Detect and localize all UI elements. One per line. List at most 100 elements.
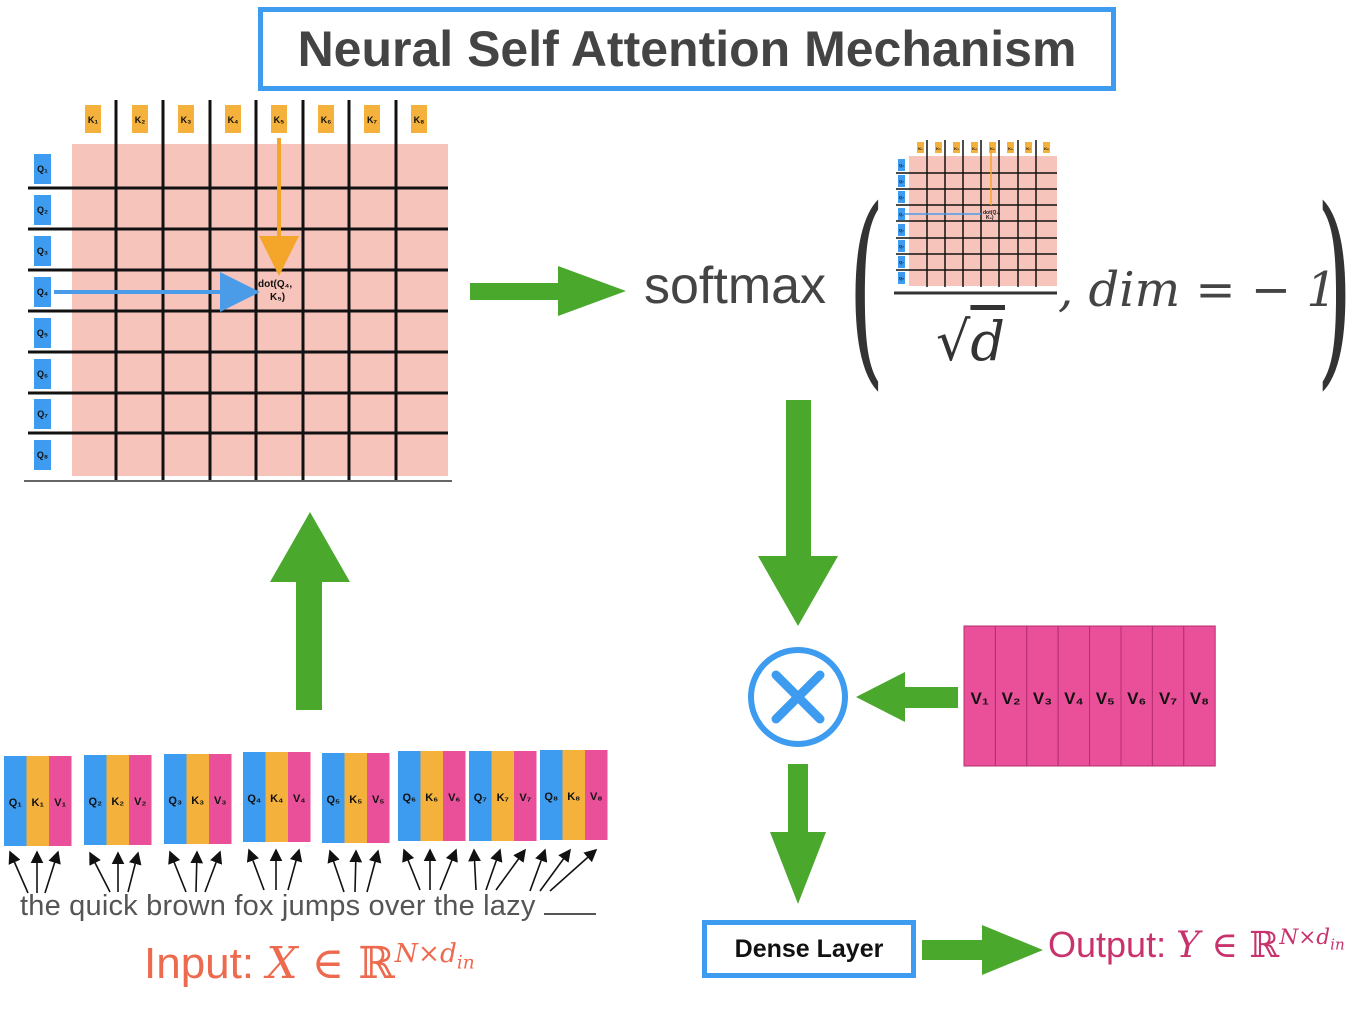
mini-query-box <box>898 191 905 203</box>
token-vector <box>367 753 390 843</box>
token-vector-label: K₃ <box>191 795 204 807</box>
token-vector <box>49 756 72 846</box>
arrow-values-to-multiply <box>856 672 958 722</box>
token-vector-label: K₇ <box>497 792 509 804</box>
value-column <box>1057 625 1091 767</box>
mini-query-label: Q₇ <box>899 260 904 265</box>
title-box: Neural Self Attention Mechanism <box>258 7 1116 91</box>
key-label-box <box>271 105 287 133</box>
token-vector-label: V₈ <box>590 791 603 803</box>
token-vector-label: V₇ <box>519 792 531 804</box>
token-arrow <box>204 850 223 893</box>
query-label: Q₄ <box>37 287 48 297</box>
value-label: V₁ <box>971 689 989 708</box>
token-arrow <box>402 848 421 891</box>
multiply-cross-b <box>771 670 825 724</box>
token-vector-label: K₅ <box>349 794 362 806</box>
input-label: Input: X ∈ ℝN×din <box>144 938 475 989</box>
query-label-box <box>34 318 51 348</box>
token-vector <box>4 756 27 846</box>
mini-key-label: K₄ <box>972 146 977 151</box>
query-label-box <box>34 440 51 470</box>
key-label-box <box>364 105 380 133</box>
key-label: K₈ <box>414 115 425 125</box>
dense-layer-label: Dense Layer <box>734 934 884 963</box>
query-label: Q₁ <box>37 164 48 174</box>
token-vector-label: V₄ <box>293 793 306 805</box>
token-arrow <box>190 850 204 893</box>
value-label: V₅ <box>1096 689 1115 708</box>
output-sub: in <box>1330 935 1345 954</box>
arrow-softmax-to-multiply <box>758 400 838 626</box>
token-vector-label: V₁ <box>54 797 66 809</box>
token-vector <box>398 751 421 841</box>
token-arrow <box>168 850 187 893</box>
token-arrow <box>468 848 481 891</box>
key-label-box <box>318 105 334 133</box>
key-label: K₄ <box>228 115 239 125</box>
key-label-box <box>85 105 101 133</box>
input-set: ℝ <box>358 938 395 989</box>
query-label: Q₃ <box>37 246 48 256</box>
mini-query-box <box>898 175 905 187</box>
input-sup: N×d <box>394 938 457 970</box>
multiply-operator <box>748 647 848 747</box>
mini-key-label: K₂ <box>936 146 941 151</box>
value-label: V₄ <box>1064 689 1083 708</box>
mini-key-label: K₆ <box>1008 146 1013 151</box>
value-column <box>1026 625 1059 767</box>
mini-query-box <box>898 208 905 220</box>
token-vector-label: V₂ <box>134 796 146 808</box>
mini-key-label: K₅ <box>990 146 995 151</box>
token-vector-label: Q₁ <box>9 797 23 809</box>
mini-key-box <box>953 142 960 153</box>
token-vector-label: Q₅ <box>326 794 340 806</box>
value-label: V₂ <box>1002 689 1021 708</box>
mini-key-box <box>917 142 924 153</box>
sqrt-symbol: √ <box>936 310 971 373</box>
key-label-box <box>178 105 194 133</box>
key-label: K₁ <box>88 115 98 125</box>
token-arrow <box>495 848 526 891</box>
mini-query-label: Q₁ <box>899 163 904 168</box>
token-arrow <box>287 848 303 891</box>
token-vector-label: K₁ <box>32 797 45 809</box>
token-vector <box>288 752 311 842</box>
token-arrow <box>8 850 29 894</box>
token-vector <box>106 755 129 845</box>
value-column <box>963 625 996 767</box>
query-label-box <box>34 399 51 429</box>
value-label: V₇ <box>1159 689 1177 708</box>
mini-query-label: Q₄ <box>899 212 904 217</box>
mini-dot-label: dot(Q₄, <box>983 210 1001 216</box>
token-vector-label: Q₈ <box>544 791 558 803</box>
mini-query-label: Q₅ <box>899 228 904 233</box>
open-paren: ( <box>848 164 885 409</box>
mini-key-label: K₁ <box>918 146 923 151</box>
token-vector-label: V₃ <box>214 795 226 807</box>
mini-query-label: Q₂ <box>899 179 904 184</box>
query-label: Q₈ <box>37 450 48 460</box>
arrow-dense-to-output <box>922 925 1043 975</box>
value-label: V₈ <box>1190 689 1209 708</box>
sqrt-d-variable: d <box>970 310 1005 373</box>
token-arrow <box>44 850 61 894</box>
token-vector-label: Q₃ <box>168 795 182 807</box>
token-vector <box>186 754 209 844</box>
output-label-prefix: Output: <box>1048 924 1177 965</box>
arrow-multiply-to-dense <box>770 764 826 904</box>
mini-key-box <box>971 142 978 153</box>
token-vector-label: V₆ <box>448 792 460 804</box>
mini-key-label: K₇ <box>1026 146 1031 151</box>
arrow-grid-to-softmax <box>470 266 626 316</box>
input-var: X <box>266 938 298 989</box>
mini-query-box <box>898 272 905 284</box>
token-arrow <box>439 848 458 891</box>
output-var: Y <box>1176 925 1200 966</box>
token-arrow <box>89 851 111 893</box>
token-arrow <box>127 851 142 893</box>
key-label: K₇ <box>367 115 377 125</box>
